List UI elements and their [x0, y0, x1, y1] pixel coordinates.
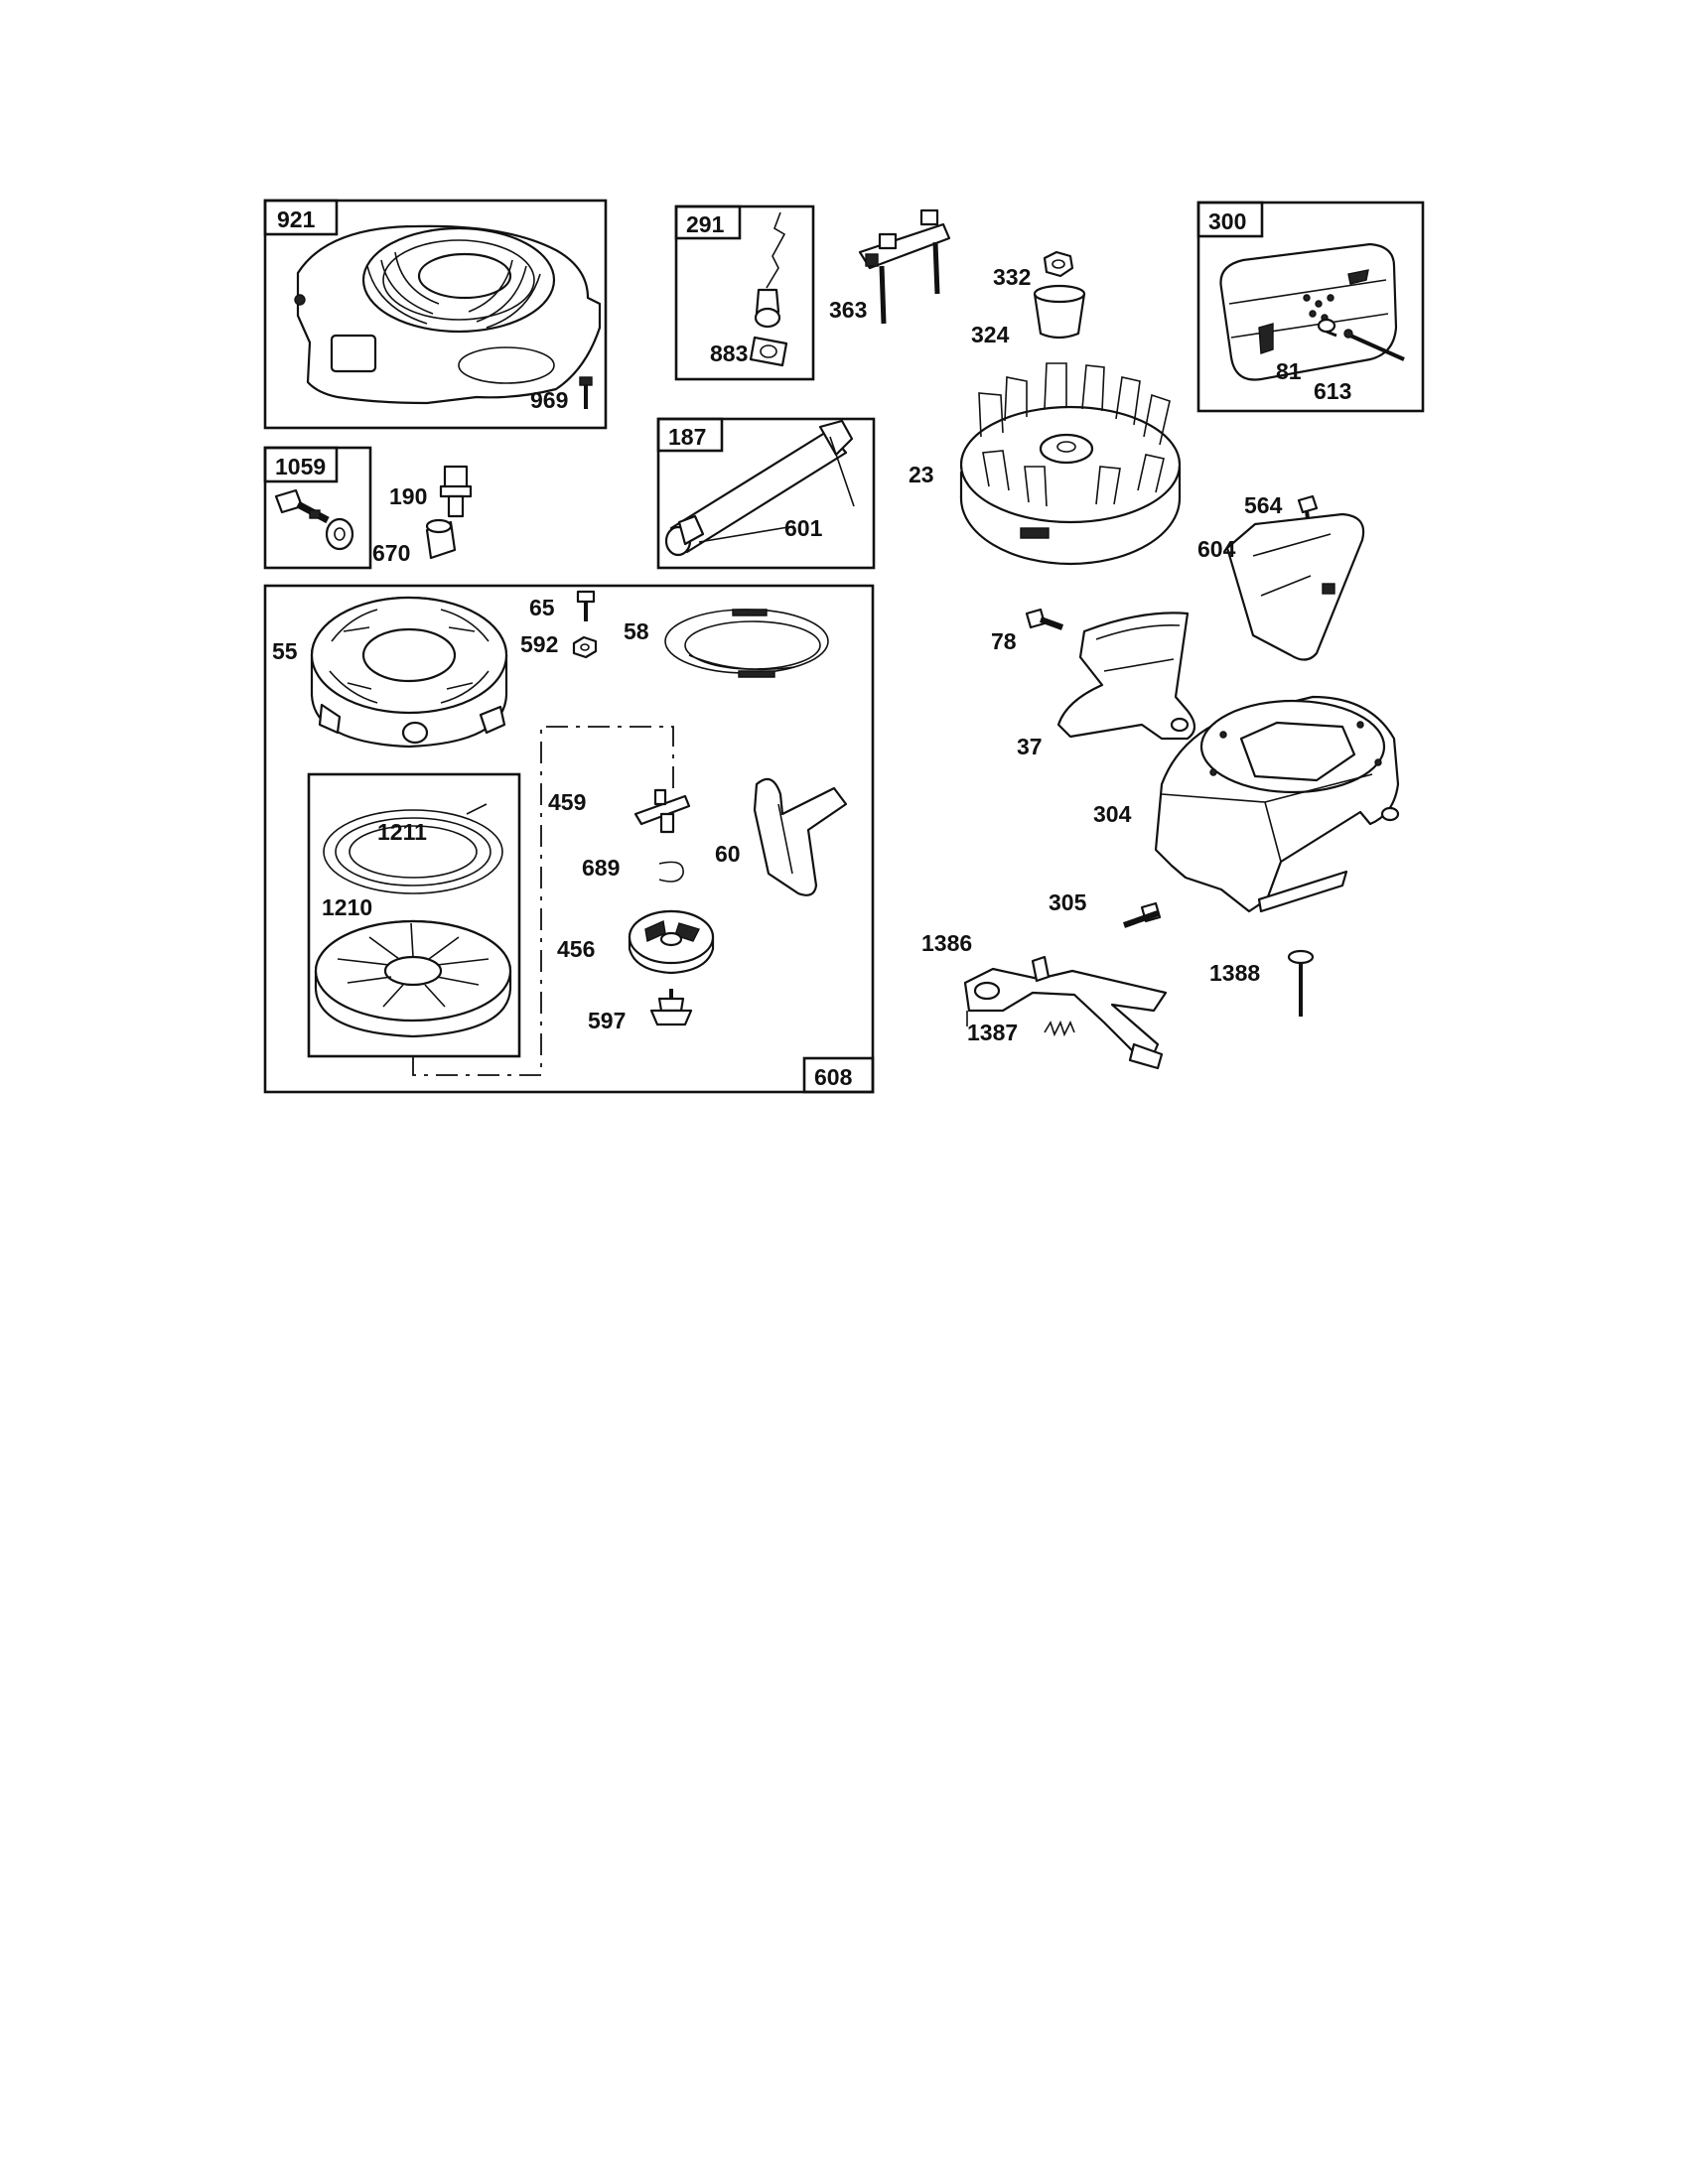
- label-604: 604: [1197, 536, 1236, 562]
- clamp-leader-601: [698, 436, 855, 543]
- label-324: 324: [971, 322, 1010, 347]
- blower-cover-part-921: [294, 224, 602, 405]
- screw-part-969: [579, 376, 593, 409]
- handle-part-60: [753, 777, 848, 896]
- group-1059-box: 1059: [263, 446, 372, 570]
- nut-part-592: [572, 635, 598, 659]
- label-55: 55: [272, 638, 298, 664]
- label-23: 23: [909, 462, 934, 487]
- label-1388: 1388: [1209, 960, 1260, 986]
- rope-part-58: [664, 609, 829, 678]
- label-592: 592: [520, 631, 558, 657]
- label-601: 601: [784, 515, 823, 541]
- pin-part-1388: [1287, 949, 1315, 1017]
- starter-housing-part-55: [310, 596, 508, 749]
- bracket-part-363: [858, 208, 951, 325]
- air-guide-part-37: [1056, 612, 1196, 741]
- blower-housing-part-304: [1154, 695, 1400, 913]
- flywheel-part-23: [959, 362, 1182, 566]
- screw-part-305: [1123, 901, 1162, 928]
- label-1211: 1211: [377, 819, 427, 845]
- label-969: 969: [530, 387, 568, 413]
- label-78: 78: [991, 628, 1017, 654]
- label-883: 883: [710, 341, 748, 366]
- wire-part-291: [754, 211, 786, 329]
- screw-part-597: [649, 989, 693, 1026]
- shield-part-604: [1225, 512, 1365, 661]
- ratchet-part-456: [628, 909, 715, 975]
- label-60: 60: [715, 841, 741, 867]
- label-81: 81: [1276, 358, 1302, 384]
- bolt-part-613: [1343, 329, 1405, 361]
- bolt-part-1059: [274, 488, 354, 551]
- spacer-part-670: [425, 518, 457, 560]
- group-921-tag: 921: [277, 206, 316, 232]
- cup-part-324: [1033, 284, 1086, 340]
- label-1210: 1210: [322, 894, 372, 920]
- pulley-part-1210: [314, 919, 512, 1038]
- screw-part-65: [576, 590, 596, 621]
- group-921-box: 921: [263, 199, 608, 430]
- spring-part-1211: [323, 803, 503, 894]
- spring-part-1387: [1044, 1020, 1075, 1037]
- label-670: 670: [372, 540, 410, 566]
- nut-part-332: [1043, 250, 1074, 278]
- label-613: 613: [1314, 378, 1351, 404]
- label-1387: 1387: [967, 1020, 1018, 1045]
- label-190: 190: [389, 483, 427, 509]
- muffler-part-300: [1219, 242, 1398, 381]
- label-305: 305: [1049, 889, 1087, 915]
- group-187-box: 187: [656, 417, 876, 570]
- label-564: 564: [1244, 492, 1283, 518]
- label-332: 332: [993, 264, 1031, 290]
- group-300-tag: 300: [1208, 208, 1246, 234]
- label-363: 363: [829, 297, 867, 323]
- label-459: 459: [548, 789, 586, 815]
- screw-part-78: [1025, 608, 1064, 630]
- pawl-part-459: [633, 788, 691, 834]
- brake-lever-part-1386: [963, 955, 1168, 1070]
- group-608-box: 608: [263, 584, 875, 1094]
- label-37: 37: [1017, 734, 1043, 759]
- retainer-part-689: [658, 861, 684, 883]
- group-291-tag: 291: [686, 211, 725, 237]
- group-608-tag: 608: [814, 1064, 853, 1090]
- stud-part-190: [439, 465, 473, 518]
- label-58: 58: [624, 618, 649, 644]
- gasket-part-883: [749, 336, 788, 367]
- label-1386: 1386: [921, 930, 972, 956]
- group-1059-tag: 1059: [275, 454, 326, 479]
- group-291-box: 291: [674, 205, 815, 381]
- group-300-box: 300: [1196, 201, 1425, 413]
- group-187-tag: 187: [668, 424, 706, 450]
- screw-part-81: [1317, 318, 1337, 338]
- fuel-line-part-187: [664, 419, 854, 557]
- part-labels: 969 883 363 332 324 81 613 190 670 601 2…: [272, 264, 1351, 1045]
- label-65: 65: [529, 595, 555, 620]
- label-689: 689: [582, 855, 620, 881]
- label-597: 597: [588, 1008, 626, 1033]
- label-304: 304: [1093, 801, 1132, 827]
- label-456: 456: [557, 936, 595, 962]
